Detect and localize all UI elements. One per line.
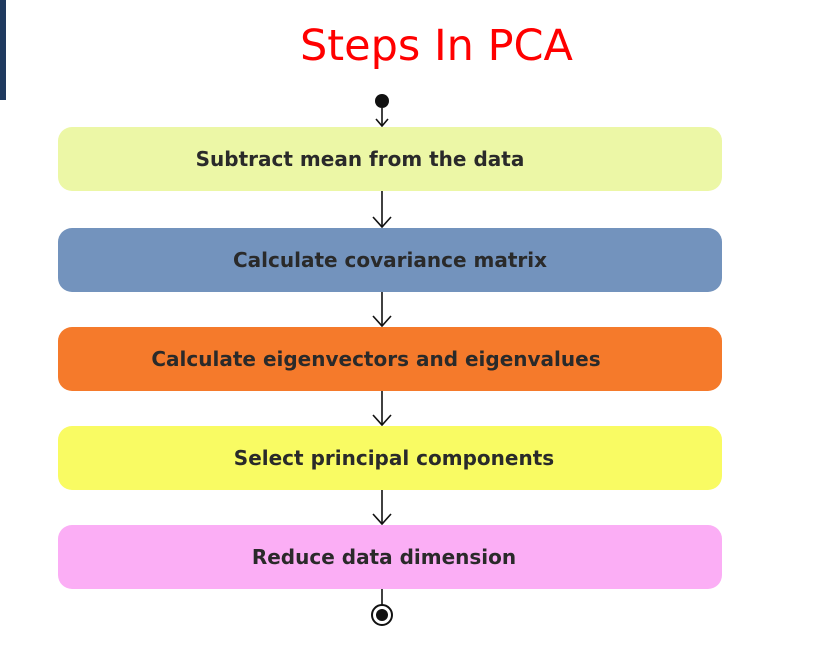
- step-label: Select principal components: [233, 446, 555, 470]
- step-box-reduce-dimension: Reduce data dimension: [58, 525, 722, 589]
- step-label: Calculate covariance matrix: [232, 248, 548, 272]
- step-label: Reduce data dimension: [251, 545, 517, 569]
- step-box-covariance: Calculate covariance matrix: [58, 228, 722, 292]
- arrowhead-step-3-to-step-4: [372, 414, 392, 427]
- arrowhead-step-4-to-step-5: [372, 513, 392, 526]
- step-label: Calculate eigenvectors and eigenvalues: [151, 347, 601, 371]
- arrowhead-step-1-to-step-2: [372, 216, 392, 229]
- step-label: Subtract mean from the data: [195, 147, 525, 171]
- arrowhead-start-to-step-1: [375, 118, 389, 128]
- arrowhead-step-2-to-step-3: [372, 315, 392, 328]
- start-node: [375, 94, 389, 108]
- step-box-subtract-mean: Subtract mean from the data: [58, 127, 722, 191]
- slide-side-bar: [0, 0, 6, 100]
- slide-title: Steps In PCA: [300, 21, 573, 71]
- end-node-core: [376, 609, 388, 621]
- step-box-eigen: Calculate eigenvectors and eigenvalues: [58, 327, 722, 391]
- step-box-select-components: Select principal components: [58, 426, 722, 490]
